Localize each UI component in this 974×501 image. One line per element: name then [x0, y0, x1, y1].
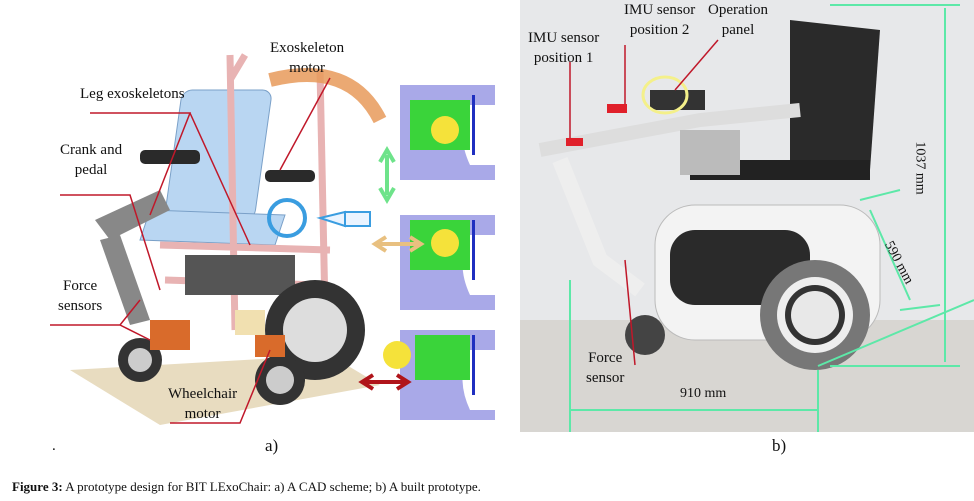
label-operation-panel: Operation panel — [708, 0, 768, 40]
label-line: Operation — [708, 2, 768, 18]
label-wheelchair-motor: Wheelchair motor — [168, 384, 237, 424]
label-line: pedal — [74, 162, 108, 178]
caption-text: A prototype design for BIT LExoChair: a)… — [62, 479, 481, 494]
photo-leader-lines — [569, 39, 719, 366]
label-line: panel — [721, 22, 755, 38]
label-line: sensors — [58, 298, 103, 314]
label-line: Force — [63, 278, 98, 294]
panel-b-label: b) — [772, 436, 787, 455]
label-line: motor — [184, 406, 221, 422]
imu-sensor-2-marker — [607, 104, 627, 113]
label-line: position 2 — [629, 22, 690, 38]
label-line: Wheelchair — [168, 386, 238, 402]
label-line: Crank and — [60, 142, 123, 158]
dimension-lines — [569, 4, 974, 432]
label-force-sensor: Force sensor — [586, 348, 624, 388]
label-exoskeleton-motor: Exoskeleton motor — [270, 38, 344, 78]
label-line: IMU sensor — [624, 2, 696, 18]
mechanism-views — [358, 85, 495, 420]
label-line: IMU sensor — [528, 30, 600, 46]
label-line: motor — [289, 60, 325, 76]
label-line: position 1 — [533, 50, 594, 66]
caption-prefix: Figure 3: — [12, 479, 63, 494]
label-line: Exoskeleton — [270, 40, 345, 56]
cad-leader-lines — [50, 77, 331, 424]
stray-dot: . — [52, 438, 56, 454]
label-line: sensor — [586, 370, 625, 386]
panel-a-label: a) — [265, 436, 279, 455]
label-imu-sensor-2: IMU sensor position 2 — [624, 0, 695, 40]
label-imu-sensor-1: IMU sensor position 1 — [528, 28, 599, 68]
dimension-length: 910 mm — [680, 386, 727, 401]
dimension-height: 1037 mm — [912, 141, 928, 195]
cad-wheelchair — [95, 53, 387, 405]
figure-caption: Figure 3: A prototype design for BIT LEx… — [12, 479, 481, 495]
label-line: Force — [588, 350, 623, 366]
label-crank-and-pedal: Crank and pedal — [60, 140, 122, 180]
photo-wheelchair — [538, 20, 881, 370]
label-force-sensors: Force sensors — [58, 276, 102, 316]
label-leg-exoskeletons: Leg exoskeletons — [80, 86, 185, 102]
operation-panel-highlight — [641, 75, 689, 115]
imu-sensor-1-marker — [566, 138, 583, 146]
